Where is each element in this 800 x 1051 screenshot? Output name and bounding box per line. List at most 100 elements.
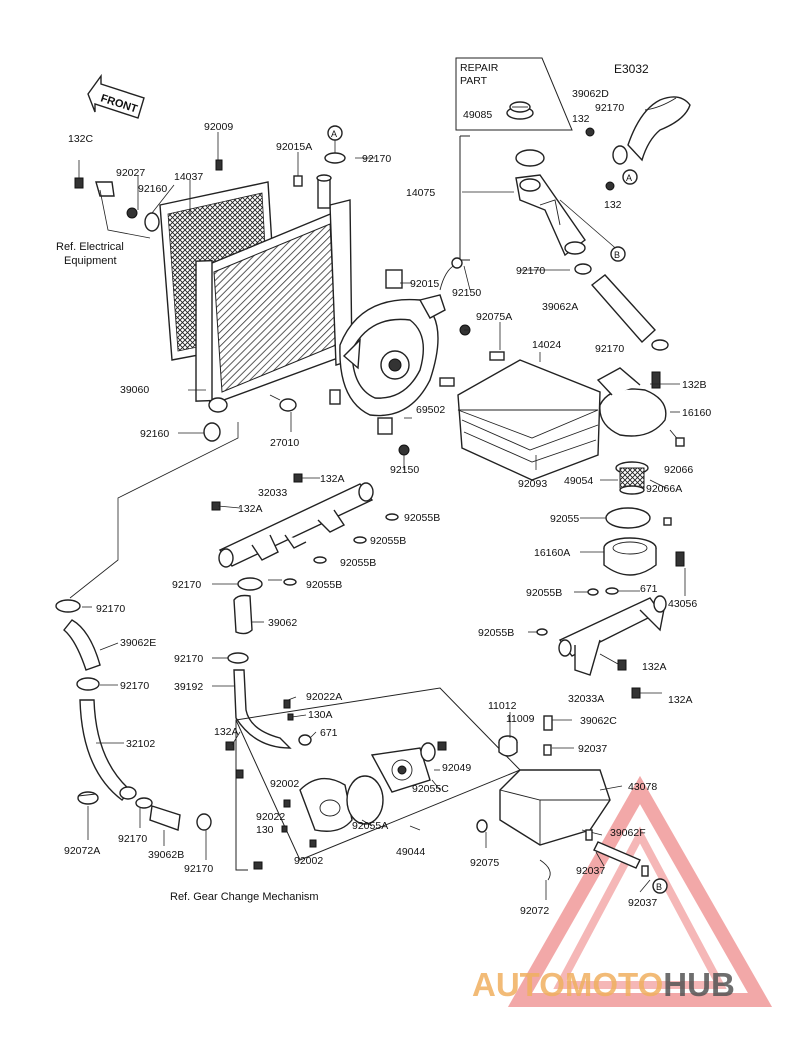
screw-icon: [215, 159, 223, 171]
label-92022: 92022: [256, 811, 285, 823]
thermostat-icon: [615, 461, 649, 495]
label-39062b: 39062B: [148, 849, 184, 861]
label-39062e: 39062E: [120, 637, 156, 649]
label-92002-b: 92002: [294, 855, 323, 867]
label-32102: 32102: [126, 738, 155, 750]
ref-gear-change: Ref. Gear Change Mechanism: [170, 891, 319, 903]
label-39062a: 39062A: [542, 301, 578, 313]
label-92170-d: 92170: [595, 343, 624, 355]
label-92160-b: 92160: [140, 428, 169, 440]
radiator-fan-icon: [339, 294, 446, 435]
label-39062f: 39062F: [610, 827, 646, 839]
water-pump-bracket: [235, 687, 521, 861]
label-39062d: 39062D: [572, 88, 609, 100]
label-92170-c: 92170: [516, 265, 545, 277]
diagram-code: E3032: [614, 62, 649, 76]
label-92037-b: 92037: [576, 865, 605, 877]
label-130: 130: [256, 824, 274, 836]
bolt-icon: [74, 160, 151, 239]
label-92055b-6: 92055B: [478, 627, 514, 639]
water-pipe-bent-icon: [233, 669, 292, 749]
label-132-a: 132: [572, 113, 590, 125]
label-32033a: 32033A: [568, 693, 604, 705]
hose-clamp-icon: [227, 652, 249, 664]
water-pipe-icon: [211, 473, 399, 586]
svg-text:AUTOMOTOHUB: AUTOMOTOHUB: [472, 966, 735, 1003]
label-132c: 132C: [68, 133, 94, 145]
label-92022a: 92022A: [306, 691, 342, 703]
label-92049: 92049: [442, 762, 471, 774]
label-49054: 49054: [564, 475, 593, 487]
water-pipe-long-icon: [79, 699, 131, 801]
label-39062c: 39062C: [580, 715, 617, 727]
hose-icon: [593, 841, 641, 869]
label-132b: 132B: [682, 379, 707, 391]
label-11009: 11009: [506, 713, 535, 725]
marker-a-label: A: [331, 129, 337, 139]
clip-icon: [293, 175, 303, 187]
label-92066: 92066: [664, 464, 693, 476]
hose-icon: [63, 619, 101, 671]
water-pump-icon: [299, 741, 447, 832]
part-labels: 132C 92009 92015A 92170 92027 14037 9216…: [64, 88, 711, 917]
label-671-b: 671: [320, 727, 338, 739]
label-92055c: 92055C: [412, 783, 449, 795]
marker-b-label: B: [614, 250, 620, 260]
marker-b2-icon: [652, 878, 668, 894]
clip-icon: [539, 859, 551, 881]
label-130a: 130A: [308, 709, 333, 721]
o-ring-icon: [605, 507, 651, 529]
label-92170-h: 92170: [120, 680, 149, 692]
ref-electrical-line2: Equipment: [64, 255, 117, 267]
label-92170-g: 92170: [174, 653, 203, 665]
hose-icon: [574, 263, 669, 351]
hose-icon: [149, 805, 181, 831]
label-92150-b: 92150: [390, 464, 419, 476]
label-39062: 39062: [268, 617, 297, 629]
label-132-b: 132: [604, 199, 622, 211]
label-92075a: 92075A: [476, 311, 512, 323]
label-92072: 92072: [520, 905, 549, 917]
hose-clamp-icon: [55, 599, 81, 613]
ref-electrical-line1: Ref. Electrical: [56, 241, 124, 253]
label-92072a: 92072A: [64, 845, 100, 857]
label-92170-top: 92170: [362, 153, 391, 165]
reservoir-tank-icon: [498, 715, 611, 846]
reservoir-cover-icon: [457, 359, 601, 481]
label-49085: 49085: [463, 109, 492, 121]
hose-icon: A: [612, 96, 691, 185]
leader-lines: [82, 132, 686, 900]
label-27010: 27010: [270, 437, 299, 449]
label-49044: 49044: [396, 846, 425, 858]
label-14075: 14075: [406, 187, 435, 199]
label-92015a: 92015A: [276, 141, 312, 153]
repair-part-line1: REPAIR: [460, 62, 499, 74]
label-92093: 92093: [518, 478, 547, 490]
label-92170-j: 92170: [184, 863, 213, 875]
label-39192: 39192: [174, 681, 203, 693]
watermark-text-hub: HUB: [663, 966, 735, 1003]
repair-part-box: REPAIR PART: [455, 57, 573, 131]
label-92160-a: 92160: [138, 183, 167, 195]
hose-icon: [233, 594, 253, 635]
label-14024: 14024: [532, 339, 561, 351]
thermostat-housing-base-icon: [603, 537, 685, 576]
label-69502: 69502: [416, 404, 445, 416]
label-14037: 14037: [174, 171, 203, 183]
label-92015: 92015: [410, 278, 439, 290]
label-132a-3: 132A: [642, 661, 667, 673]
radiator-icon: [159, 174, 353, 413]
marker-b-icon: [610, 246, 626, 262]
filler-neck-icon: B: [515, 127, 626, 262]
label-92037-a: 92037: [578, 743, 607, 755]
label-92055b-2: 92055B: [370, 535, 406, 547]
label-16160: 16160: [682, 407, 711, 419]
label-92170-f: 92170: [96, 603, 125, 615]
label-92150-a: 92150: [452, 287, 481, 299]
label-92055b-1: 92055B: [404, 512, 440, 524]
label-11012: 11012: [488, 700, 517, 712]
label-92055: 92055: [550, 513, 579, 525]
repair-part-line2: PART: [460, 75, 488, 87]
pad-icon: [489, 351, 505, 361]
